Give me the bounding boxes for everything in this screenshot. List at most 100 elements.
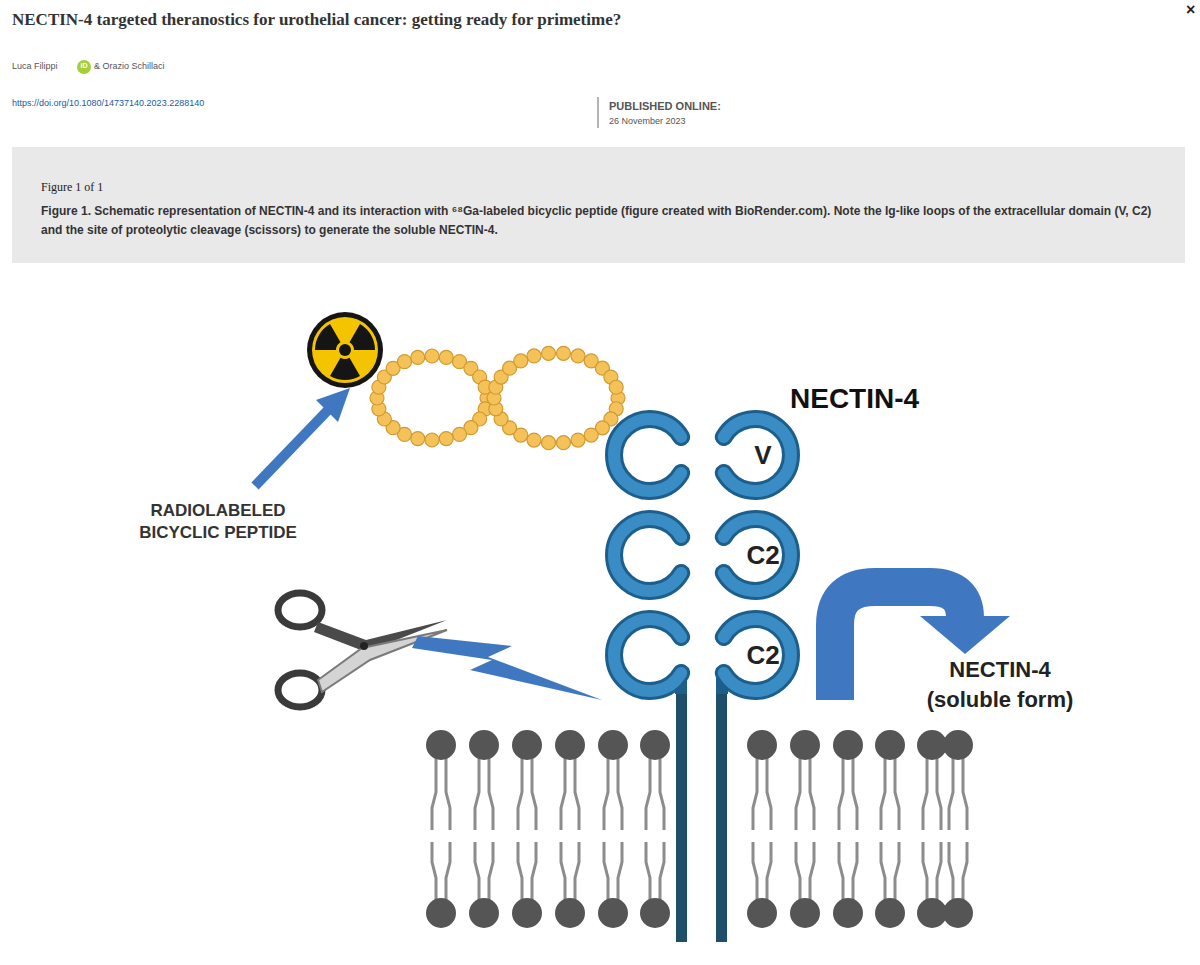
peptide-bead xyxy=(556,346,570,360)
lipid-head xyxy=(426,898,456,928)
peptide-bead xyxy=(609,380,623,394)
lipid-tail xyxy=(796,842,800,900)
lipid-tail xyxy=(660,842,664,900)
lipid-tail xyxy=(432,758,436,830)
published-date: 26 November 2023 xyxy=(609,116,686,127)
peptide-bead xyxy=(411,432,425,446)
lipid-head xyxy=(555,730,585,760)
figure-caption: Figure 1. Schematic representation of NE… xyxy=(41,202,1166,240)
lipid-head xyxy=(943,730,973,760)
lipid-head xyxy=(875,730,905,760)
lipid-bilayer xyxy=(426,730,973,928)
lipid-tail xyxy=(963,842,967,900)
lipid-tail xyxy=(618,842,622,900)
lipid-tail xyxy=(923,758,927,830)
peptide-bead xyxy=(425,349,439,363)
peptide-label: RADIOLABELED BICYCLIC PEPTIDE xyxy=(128,500,308,544)
lipid-head xyxy=(875,898,905,928)
lipid-tail xyxy=(432,842,436,900)
radiation-blade xyxy=(315,324,341,350)
lipid-tail xyxy=(810,758,814,830)
ig-loop xyxy=(614,619,681,691)
lipid-tail xyxy=(753,842,757,900)
lipid-head xyxy=(917,898,947,928)
lipid-tail xyxy=(489,758,493,830)
ig-loop xyxy=(724,519,791,591)
lipid-tail xyxy=(881,842,885,900)
radiation-face xyxy=(312,317,378,383)
protein-label: NECTIN-4 xyxy=(790,382,919,416)
lipid-tail xyxy=(575,842,579,900)
protein-strand xyxy=(716,690,727,942)
lipid-tail xyxy=(839,842,843,900)
author-name: & Orazio Schillaci xyxy=(94,61,165,72)
lipid-tail xyxy=(575,758,579,830)
scissors-icon xyxy=(278,593,447,707)
bicyclic-peptide xyxy=(370,346,625,449)
published-heading: PUBLISHED ONLINE: xyxy=(609,100,721,113)
peptide-bead xyxy=(527,349,541,363)
ig-loop-outline xyxy=(614,519,681,591)
peptide-bead xyxy=(584,428,598,442)
lipid-tail xyxy=(489,842,493,900)
lipid-head xyxy=(917,730,947,760)
orcid-text: iD xyxy=(78,62,90,70)
lipid-tail xyxy=(937,758,941,830)
lipid-tail xyxy=(532,758,536,830)
lipid-tail xyxy=(767,758,771,830)
lipid-head xyxy=(598,898,628,928)
peptide-bead xyxy=(556,436,570,450)
ig-loop-outline xyxy=(614,619,681,691)
lipid-head xyxy=(833,730,863,760)
peptide-bead xyxy=(542,436,556,450)
lipid-head xyxy=(790,730,820,760)
lipid-tail xyxy=(796,758,800,830)
figure-count: Figure 1 of 1 xyxy=(41,180,103,194)
lipid-tail xyxy=(532,842,536,900)
peptide-bead xyxy=(514,354,528,368)
ig-loop-outline xyxy=(724,619,791,691)
ig-domain-loop: C2 xyxy=(705,505,805,605)
ig-loop-outline xyxy=(724,519,791,591)
lipid-tail xyxy=(923,842,927,900)
peptide-bead xyxy=(411,350,425,364)
lipid-tail xyxy=(475,758,479,830)
soluble-label: NECTIN-4 (soluble form) xyxy=(905,655,1095,715)
peptide-bead xyxy=(398,355,412,369)
close-button: × xyxy=(1186,0,1195,19)
lipid-tail xyxy=(949,842,953,900)
lipid-head xyxy=(790,898,820,928)
ig-loop xyxy=(724,419,791,491)
lipid-head xyxy=(747,898,777,928)
lipid-tail xyxy=(646,758,650,830)
release-arrow-shaft xyxy=(835,587,965,700)
doi-link: https://doi.org/10.1080/14737140.2023.22… xyxy=(12,98,204,109)
ig-loop-outline xyxy=(614,419,681,491)
separator-line xyxy=(597,97,599,128)
peptide-bead xyxy=(453,427,467,441)
ig-loop-outline xyxy=(724,419,791,491)
lipid-tail xyxy=(518,758,522,830)
lipid-tail xyxy=(604,758,608,830)
ig-domain-loop: C2 xyxy=(705,605,805,705)
lipid-tail xyxy=(895,758,899,830)
lipid-tail xyxy=(853,842,857,900)
lipid-head xyxy=(640,898,670,928)
scissors-handle xyxy=(278,593,322,627)
ig-loop xyxy=(614,419,681,491)
scissors-pivot xyxy=(360,642,368,650)
radiation-rim xyxy=(307,312,383,388)
lipid-head xyxy=(555,898,585,928)
lipid-tail xyxy=(618,758,622,830)
lipid-tail xyxy=(810,842,814,900)
domain-label: C2 xyxy=(746,542,779,568)
protein-strand xyxy=(676,690,687,942)
lipid-tail xyxy=(446,842,450,900)
lipid-head xyxy=(512,730,542,760)
domain-label: C2 xyxy=(746,642,779,668)
peptide-bead xyxy=(542,346,556,360)
lipid-head xyxy=(747,730,777,760)
lipid-tail xyxy=(475,842,479,900)
peptide-bead xyxy=(571,433,585,447)
